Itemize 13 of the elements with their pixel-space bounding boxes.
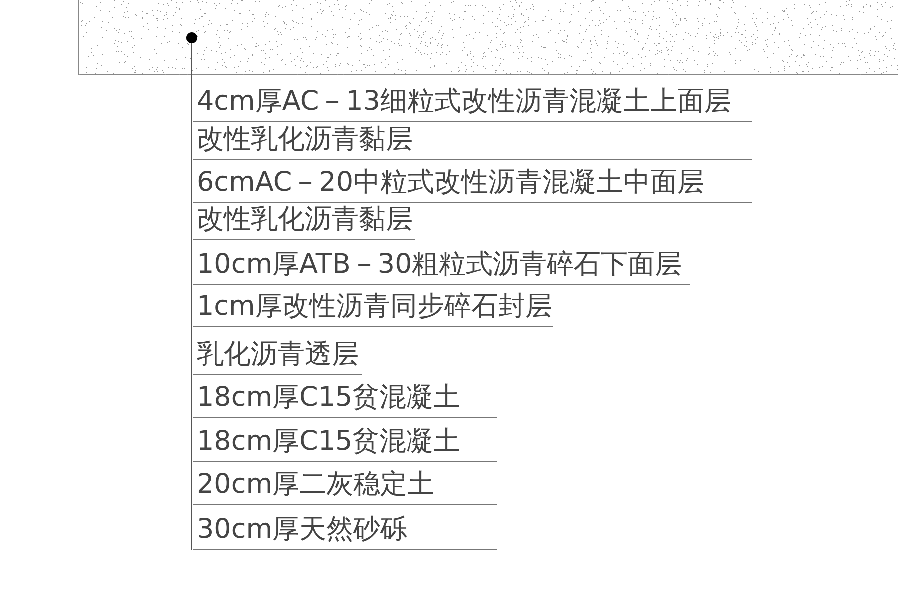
layer-label: 18cm厚C15贫混凝土 bbox=[193, 378, 497, 418]
leader-line bbox=[186, 32, 198, 550]
layer-label: 改性乳化沥青黏层 bbox=[193, 200, 415, 240]
layer-label: 10cm厚ATB－30粗粒式沥青碎石下面层 bbox=[193, 245, 690, 285]
layer-label: 20cm厚二灰稳定土 bbox=[193, 465, 497, 505]
stippled-layer bbox=[78, 0, 898, 75]
layer-label: 30cm厚天然砂砾 bbox=[193, 510, 497, 550]
layer-label: 1cm厚改性沥青同步碎石封层 bbox=[193, 287, 553, 327]
layer-label: 6cmAC－20中粒式改性沥青混凝土中面层 bbox=[193, 163, 752, 203]
layer-label: 4cm厚AC－13细粒式改性沥青混凝土上面层 bbox=[193, 82, 752, 122]
layer-label: 18cm厚C15贫混凝土 bbox=[193, 422, 497, 462]
layer-label: 改性乳化沥青黏层 bbox=[193, 120, 752, 160]
layer-label: 乳化沥青透层 bbox=[193, 335, 362, 375]
